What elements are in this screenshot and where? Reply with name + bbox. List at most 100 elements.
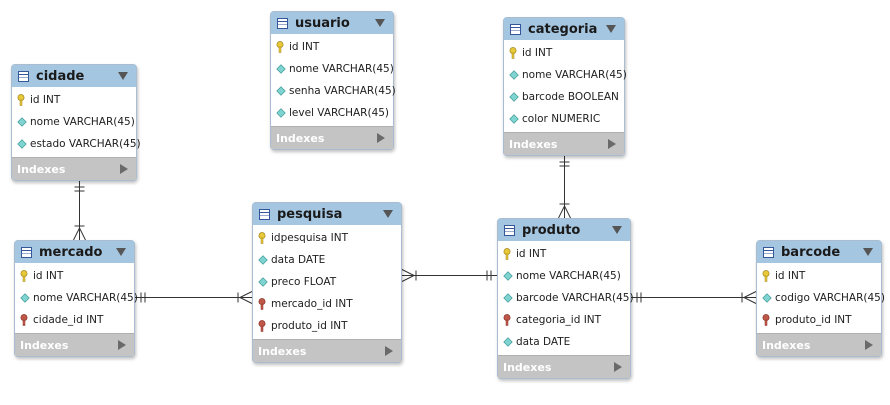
table-name: barcode [781,244,841,260]
table-name: categoria [528,21,598,37]
collapse-arrow-icon[interactable] [375,19,385,27]
indexes-label: Indexes [509,137,558,151]
table-header[interactable]: pesquisa [253,203,401,225]
relationship-mercado-cidade[interactable] [73,181,86,241]
expand-arrow-icon[interactable] [614,362,622,372]
indexes-section[interactable]: Indexes [504,132,624,155]
column-label: cidade_id INT [33,314,104,326]
column-row[interactable]: estado VARCHAR(45) [12,133,141,155]
collapse-arrow-icon[interactable] [118,72,128,80]
column-label: nome VARCHAR(45) [30,116,135,128]
expand-arrow-icon[interactable] [385,346,393,356]
column-label: nome VARCHAR(45) [516,270,621,282]
column-row[interactable]: produto_id INT [757,309,881,331]
expand-arrow-icon[interactable] [377,133,385,143]
column-row[interactable]: nome VARCHAR(45) [15,287,138,309]
column-row[interactable]: nome VARCHAR(45) [271,58,394,80]
column-row[interactable]: produto_id INT [253,315,401,337]
table-header[interactable]: barcode [757,241,881,263]
collapse-arrow-icon[interactable] [606,25,616,33]
column-label: categoria_id INT [516,314,602,326]
table-name: usuario [295,15,350,31]
table-header[interactable]: produto [498,219,630,241]
expand-arrow-icon[interactable] [120,164,128,174]
column-label: preco FLOAT [271,276,337,288]
table-header[interactable]: cidade [12,65,136,87]
column-label: senha VARCHAR(45) [289,85,396,97]
table-cidade[interactable]: cidade id INT nome VARCHAR(45) estado VARCH… [11,64,141,181]
column-label: level VARCHAR(45) [289,107,390,119]
table-pesquisa[interactable]: pesquisa idpesquisa INT data DATE preco FLO… [252,202,402,363]
collapse-arrow-icon[interactable] [116,248,126,256]
column-row[interactable]: id INT [757,265,881,287]
column-row[interactable]: codigo VARCHAR(45) [757,287,885,309]
column-row[interactable]: id INT [271,36,393,58]
column-row[interactable]: barcode BOOLEAN [504,86,624,108]
column-row[interactable]: cidade_id INT [15,309,134,331]
column-label: barcode BOOLEAN [522,91,619,103]
indexes-section[interactable]: Indexes [15,333,134,356]
foreign-key-icon [257,320,271,332]
column-row[interactable]: color NUMERIC [504,108,624,130]
indexes-section[interactable]: Indexes [757,333,881,356]
table-icon [504,224,515,236]
column-row[interactable]: data DATE [253,249,401,271]
indexes-section[interactable]: Indexes [253,339,401,362]
table-usuario[interactable]: usuario id INT nome VARCHAR(45) senha VARCH… [270,11,396,150]
table-icon [21,246,32,258]
column-row[interactable]: mercado_id INT [253,293,401,315]
column-label: id INT [289,41,320,53]
table-header[interactable]: mercado [15,241,134,263]
indexes-label: Indexes [20,338,69,352]
foreign-key-icon [19,314,33,326]
indexes-section[interactable]: Indexes [12,157,136,180]
column-row[interactable]: senha VARCHAR(45) [271,80,396,102]
indexes-label: Indexes [17,162,66,176]
expand-arrow-icon[interactable] [608,139,616,149]
primary-key-icon [257,232,271,244]
column-row[interactable]: barcode VARCHAR(45) [498,287,634,309]
table-header[interactable]: categoria [504,18,624,40]
column-row[interactable]: nome VARCHAR(45) [12,111,136,133]
relationship-produto-categoria[interactable] [558,156,571,219]
column-row[interactable]: level VARCHAR(45) [271,102,393,124]
collapse-arrow-icon[interactable] [383,210,393,218]
indexes-section[interactable]: Indexes [271,126,393,149]
foreign-key-icon [761,314,775,326]
table-barcode[interactable]: barcode id INT codigo VARCHAR(45)produto_i… [756,240,885,357]
table-header[interactable]: usuario [271,12,393,34]
column-label: produto_id INT [271,320,348,332]
collapse-arrow-icon[interactable] [612,226,622,234]
relationship-pesquisa-mercado[interactable] [135,291,253,304]
column-row[interactable]: id INT [504,42,624,64]
column-row[interactable]: preco FLOAT [253,271,401,293]
indexes-section[interactable]: Indexes [498,355,630,378]
expand-arrow-icon[interactable] [865,340,873,350]
collapse-arrow-icon[interactable] [863,248,873,256]
column-row[interactable]: data DATE [498,331,630,353]
column-diamond-icon [16,116,30,128]
column-row[interactable]: id INT [12,89,136,111]
table-icon [18,70,29,82]
relationship-pesquisa-produto[interactable] [401,269,497,282]
column-label: idpesquisa INT [271,232,349,244]
column-row[interactable]: nome VARCHAR(45) [498,265,630,287]
column-label: id INT [30,94,61,106]
expand-arrow-icon[interactable] [118,340,126,350]
relationship-barcode-produto[interactable] [631,291,757,304]
column-label: id INT [775,270,806,282]
indexes-label: Indexes [258,344,307,358]
column-row[interactable]: nome VARCHAR(45) [504,64,627,86]
column-row[interactable]: categoria_id INT [498,309,630,331]
column-list: id INT nome VARCHAR(45) senha VARCHAR(45) l… [271,34,396,126]
column-diamond-icon [508,69,522,81]
column-row[interactable]: idpesquisa INT [253,227,401,249]
column-row[interactable]: id INT [498,243,630,265]
column-list: id INT nome VARCHAR(45) barcode VARCHAR(45… [498,241,634,355]
primary-key-icon [16,94,30,106]
table-icon [763,246,774,258]
column-row[interactable]: id INT [15,265,134,287]
